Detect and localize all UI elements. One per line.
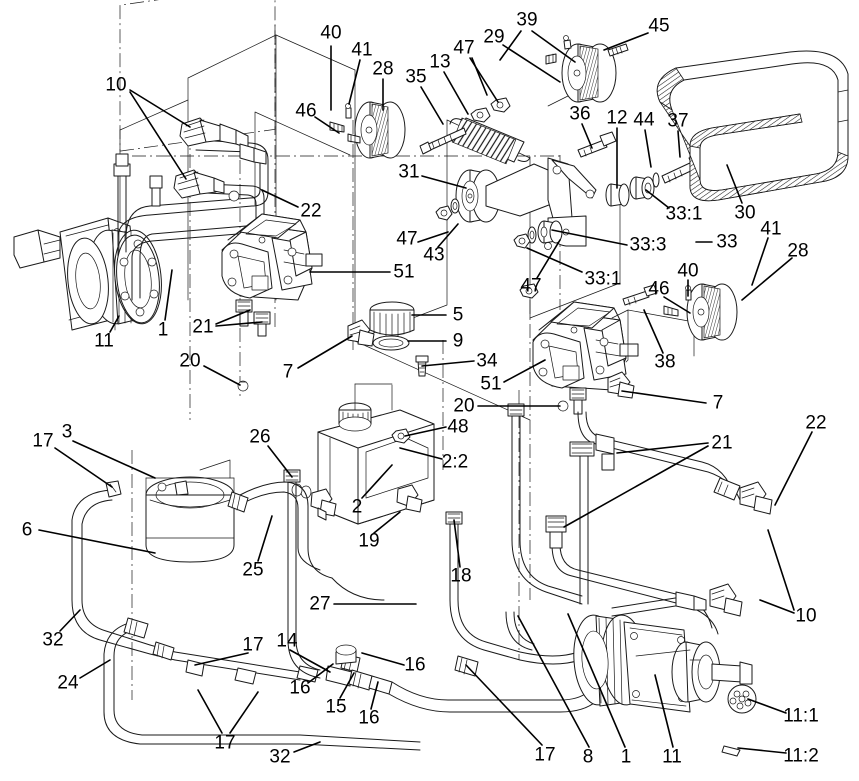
callout-11-1: 11:1	[783, 705, 819, 727]
callout-16-c: 16	[404, 654, 426, 676]
callout-19: 19	[358, 530, 380, 552]
fitting-10-right-lower	[709, 583, 743, 617]
callout-17-tl: 17	[32, 430, 54, 452]
drive-pulley-upper	[329, 101, 406, 159]
callout-47-left: 47	[396, 228, 418, 250]
callout-17-mid: 17	[242, 634, 264, 656]
callout-20-right: 20	[453, 395, 475, 417]
wheel-motor-right	[573, 614, 757, 757]
callout-14: 14	[276, 630, 298, 652]
adapter-21-right	[569, 387, 587, 415]
oil-filter	[145, 459, 235, 563]
callout-17-bl: 17	[214, 732, 236, 754]
callout-37: 37	[667, 110, 689, 132]
callout-16-a: 16	[289, 677, 311, 699]
elbow-19b	[396, 484, 423, 513]
callout-40: 40	[320, 22, 342, 44]
callout-33-1a: 33:1	[665, 203, 703, 225]
callout-41-top: 41	[351, 39, 373, 61]
callout-10-top: 10	[105, 74, 127, 96]
callout-46-top: 46	[295, 100, 317, 122]
callout-35: 35	[405, 66, 427, 88]
callout-31: 31	[398, 161, 420, 183]
callout-36: 36	[569, 103, 591, 125]
hydraulic-reservoir	[291, 301, 435, 525]
fitting-10-upper	[179, 117, 249, 149]
callout-11-left: 11	[94, 330, 114, 352]
callout-8: 8	[582, 746, 594, 768]
callout-24: 24	[57, 672, 79, 694]
callout-2-2: 2:2	[441, 451, 469, 473]
tee-fitting-14	[296, 644, 393, 695]
callout-9: 9	[452, 330, 464, 352]
callout-22-top: 22	[300, 200, 322, 222]
callout-1-bot: 1	[620, 746, 632, 768]
callout-27: 27	[309, 593, 331, 615]
construction-lines	[119, 0, 561, 700]
callout-2: 2	[351, 496, 363, 518]
callout-29: 29	[483, 26, 505, 48]
callout-15: 15	[325, 696, 347, 718]
callout-6: 6	[21, 519, 33, 541]
callout-33-1b: 33:1	[584, 268, 622, 290]
callout-22-right: 22	[805, 412, 827, 434]
callout-47-mid: 47	[520, 275, 542, 297]
callout-43: 43	[423, 244, 445, 266]
callout-48: 48	[447, 416, 469, 438]
hose-run-right	[505, 411, 773, 651]
callout-28-top: 28	[372, 58, 394, 80]
callout-5: 5	[452, 304, 464, 326]
callout-34: 34	[476, 350, 498, 372]
callout-32-bot: 32	[269, 746, 291, 768]
callout-11-bot: 11	[662, 746, 682, 768]
callout-20-left: 20	[179, 350, 201, 372]
leader-lines	[38, 30, 813, 754]
callout-18: 18	[450, 565, 472, 587]
elbow-7-left	[347, 319, 375, 347]
callout-40-right: 40	[677, 260, 699, 282]
callout-1-left: 1	[157, 319, 169, 341]
callout-46-right: 46	[648, 278, 670, 300]
callout-11-2: 11:2	[783, 745, 819, 767]
callout-28-right: 28	[787, 240, 809, 262]
callout-39: 39	[516, 9, 538, 31]
callout-32-left: 32	[42, 629, 64, 651]
fitting-10-lower	[173, 169, 225, 199]
callout-7-right: 7	[712, 392, 724, 414]
callout-10-bot: 10	[795, 605, 817, 627]
drive-pulley-right	[663, 283, 738, 341]
callout-30: 30	[734, 202, 756, 224]
callout-47-top: 47	[453, 37, 475, 59]
fitting-10-right-upper	[739, 481, 773, 515]
callout-38: 38	[654, 351, 676, 373]
callout-21-left: 21	[192, 316, 214, 338]
bolt-41	[345, 107, 352, 119]
drive-belt-30	[656, 50, 849, 202]
hydrostatic-pump-right	[532, 301, 695, 415]
callout-51-left: 51	[393, 261, 415, 283]
idler-arm-33	[485, 131, 705, 306]
spring-assembly-13	[419, 97, 531, 165]
hydrostatic-pump-left	[221, 213, 375, 392]
callout-45: 45	[648, 15, 670, 37]
wheel-motor-left	[13, 217, 162, 331]
callout-41-right: 41	[760, 218, 782, 240]
callout-17-br: 17	[534, 744, 556, 766]
callout-7-left: 7	[282, 361, 294, 383]
callout-33: 33	[716, 231, 738, 253]
callout-51-right: 51	[480, 373, 502, 395]
callout-25: 25	[242, 559, 264, 581]
callout-13: 13	[429, 51, 451, 73]
callout-21-right: 21	[711, 432, 733, 454]
callout-3: 3	[61, 421, 73, 443]
callout-16-b: 16	[358, 707, 380, 729]
callout-33-3: 33:3	[629, 234, 667, 256]
adapter-21-b	[253, 311, 271, 337]
callout-26: 26	[249, 426, 271, 448]
elbow-7-right	[607, 371, 635, 399]
callout-44: 44	[633, 109, 655, 131]
callout-12: 12	[606, 107, 628, 129]
idler-pulley-31	[435, 169, 501, 223]
